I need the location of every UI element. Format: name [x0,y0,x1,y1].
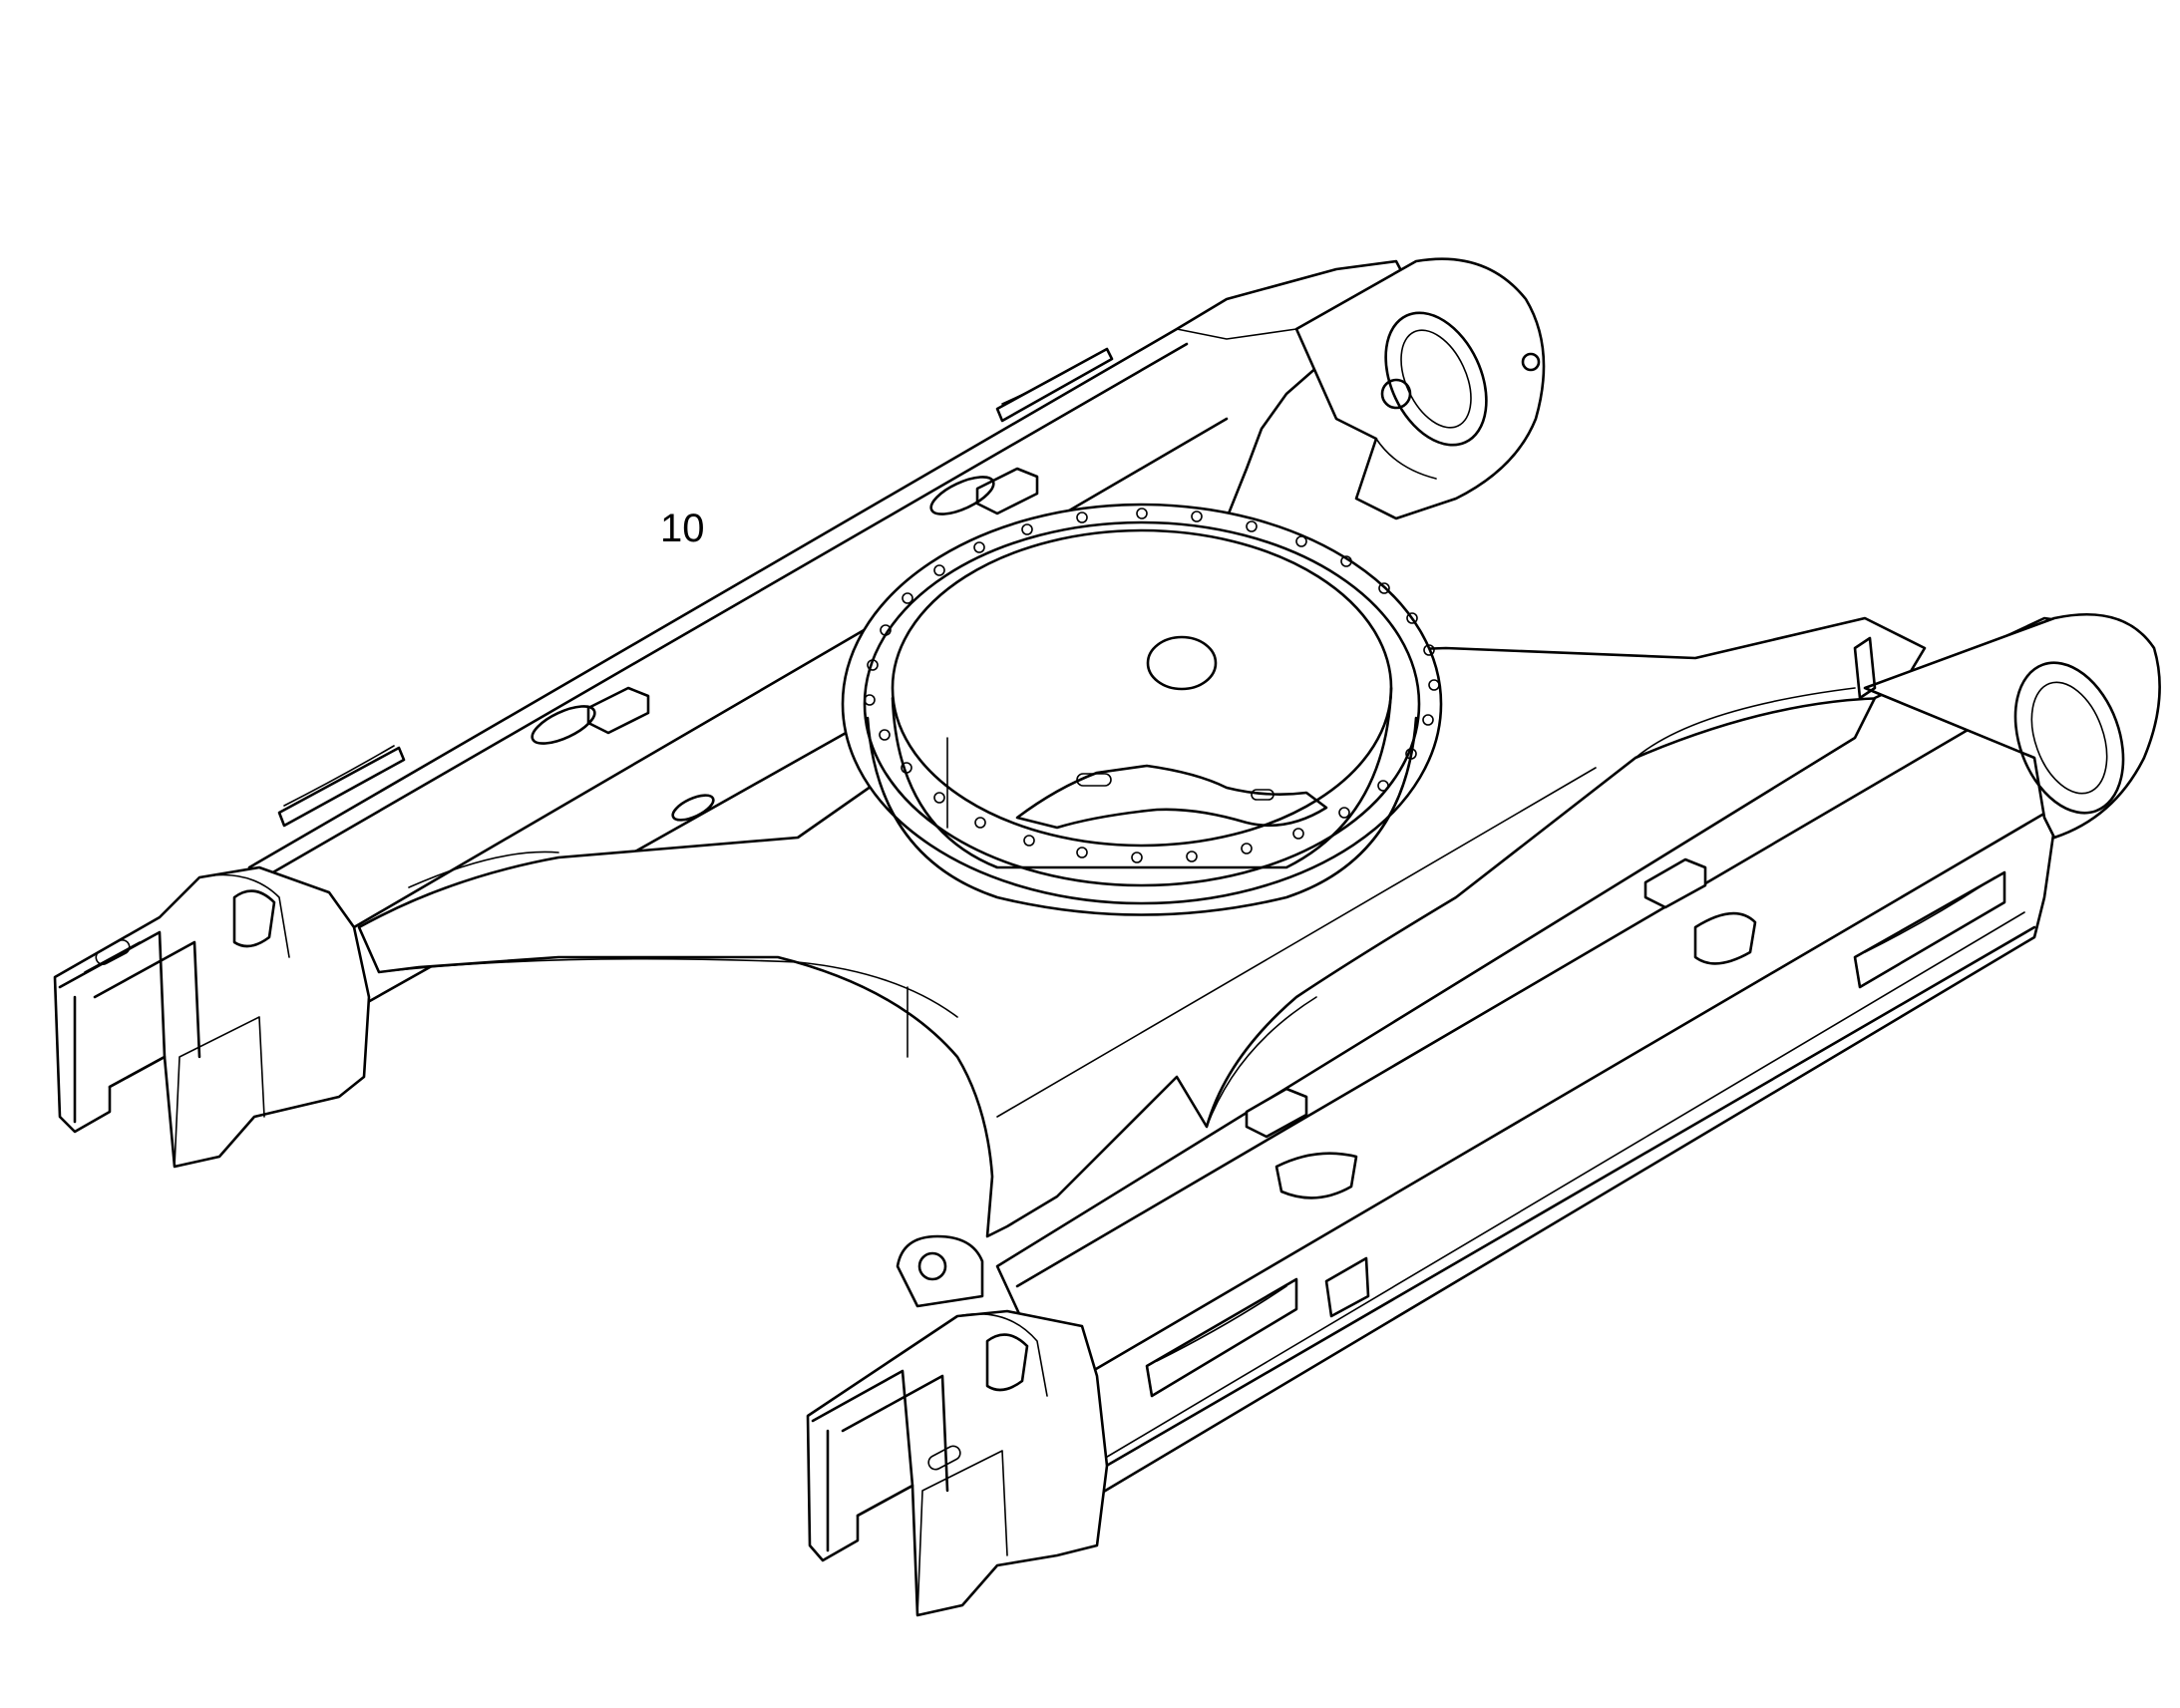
callout-10: 10 [660,507,705,550]
ring-bolt-holes [864,508,1440,863]
right-front-housing [806,1309,1109,1617]
right-side-frame [896,612,2161,1498]
left-front-housing [53,865,371,1169]
swing-ring [841,503,1443,916]
left-side-frame [247,257,1546,1029]
